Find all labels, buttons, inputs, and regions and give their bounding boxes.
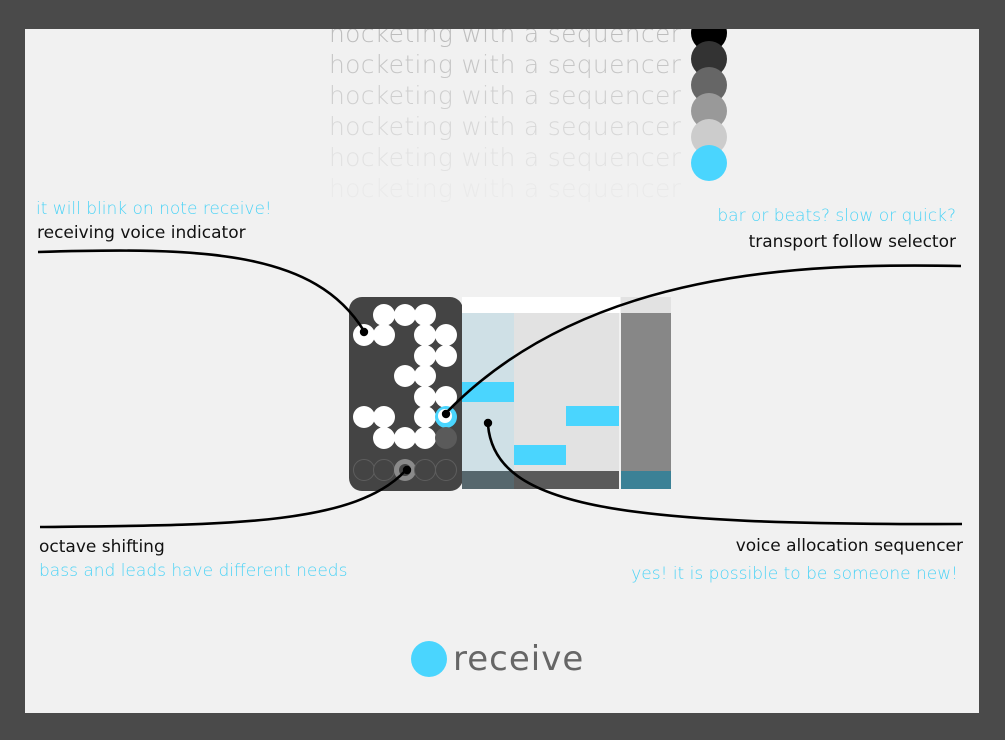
grid-dot[interactable]	[435, 345, 457, 367]
title-echo-4: hocketing with a sequencer	[329, 143, 682, 172]
grid-dot[interactable]	[414, 365, 436, 387]
grid-dot[interactable]	[414, 386, 436, 408]
grid-dot[interactable]	[414, 406, 436, 428]
grid-dot[interactable]	[414, 324, 436, 346]
grid-dot[interactable]	[394, 427, 416, 449]
octave-button-3[interactable]	[414, 459, 436, 481]
octave-label: octave shifting	[39, 537, 165, 557]
grid-dot[interactable]	[414, 304, 436, 326]
grid-dot[interactable]	[414, 345, 436, 367]
octave-button-0[interactable]	[353, 459, 375, 481]
receiving-voice-indicator[interactable]	[435, 406, 457, 428]
octave-hint: bass and leads have different needs	[39, 561, 348, 581]
title-echo-3: hocketing with a sequencer	[329, 112, 682, 141]
grid-dot[interactable]	[373, 324, 395, 346]
octave-button-4[interactable]	[435, 459, 457, 481]
grid-dot[interactable]	[394, 365, 416, 387]
receive-indicator[interactable]: receive	[411, 639, 584, 679]
transport-hint: bar or beats? slow or quick?	[717, 206, 956, 226]
step-value-1[interactable]	[514, 445, 566, 465]
allocation-label: voice allocation sequencer	[735, 536, 963, 556]
title-echo-5: hocketing with a sequencer	[329, 174, 682, 203]
wire-receiving	[37, 249, 366, 332]
title-echo-2: hocketing with a sequencer	[329, 81, 682, 110]
receive-led-icon	[411, 641, 447, 677]
transport-label: transport follow selector	[748, 232, 956, 252]
step-value-2[interactable]	[566, 406, 619, 426]
receiving-hint: it will blink on note receive!	[36, 199, 272, 219]
title-echo-1: hocketing with a sequencer	[329, 50, 682, 79]
allocation-hint: yes! it is possible to be someone new!	[631, 564, 958, 584]
grid-dot[interactable]	[373, 304, 395, 326]
grid-dot[interactable]	[353, 324, 375, 346]
receiving-label: receiving voice indicator	[37, 223, 246, 243]
grid-dot[interactable]	[353, 406, 375, 428]
step-footer-0	[462, 471, 514, 489]
grid-dot[interactable]	[435, 386, 457, 408]
receive-label: receive	[453, 639, 585, 679]
step-value-0[interactable]	[462, 382, 514, 402]
octave-button-2[interactable]	[394, 459, 416, 481]
grid-dot[interactable]	[373, 427, 395, 449]
transport-follow-selector[interactable]	[621, 313, 671, 471]
transport-level	[621, 471, 671, 489]
step-footer-1	[514, 471, 566, 489]
grid-dot[interactable]	[414, 427, 436, 449]
shade-dot-5	[691, 145, 727, 181]
title-echo-0: hocketing with a sequencer	[329, 29, 682, 48]
sequencer-step-2[interactable]	[566, 313, 619, 471]
voice-allocation-sequencer[interactable]	[462, 297, 671, 491]
sequencer-header	[462, 297, 620, 313]
grid-dot[interactable]	[435, 427, 457, 449]
grid-dot[interactable]	[394, 304, 416, 326]
voice-device	[349, 297, 463, 491]
grid-dot[interactable]	[373, 406, 395, 428]
step-footer-2	[566, 471, 619, 489]
transport-header	[621, 297, 671, 313]
octave-button-1[interactable]	[373, 459, 395, 481]
grid-dot[interactable]	[435, 324, 457, 346]
